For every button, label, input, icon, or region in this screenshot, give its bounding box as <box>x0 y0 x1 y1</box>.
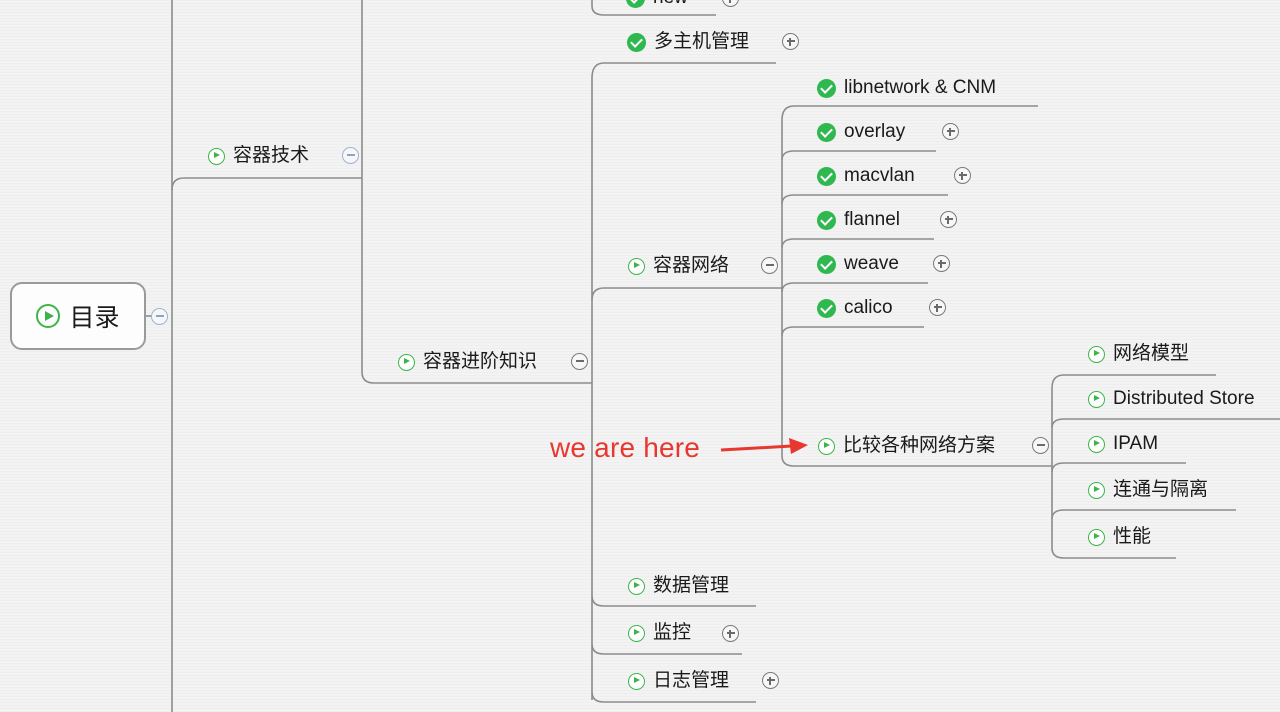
node-macvlan[interactable]: macvlan <box>817 162 915 190</box>
node-calico-label: calico <box>844 297 893 318</box>
play-icon <box>1088 481 1105 499</box>
play-icon <box>1088 435 1105 453</box>
root-node[interactable]: 目录 <box>10 282 146 350</box>
node-advanced-label: 容器进阶知识 <box>423 351 538 372</box>
node-ipam-label: IPAM <box>1113 433 1159 454</box>
expand-toggle-weave[interactable] <box>933 255 950 272</box>
play-icon <box>628 624 645 642</box>
node-logging[interactable]: 日志管理 <box>628 667 729 695</box>
play-icon <box>398 353 415 371</box>
node-overlay[interactable]: overlay <box>817 118 905 146</box>
collapse-toggle-advanced[interactable] <box>571 353 588 370</box>
expand-toggle-multi-host[interactable] <box>782 33 799 50</box>
node-multi-host-label: 多主机管理 <box>654 31 750 52</box>
node-distributed-store-label: Distributed Store <box>1113 388 1255 409</box>
annotation-text: we are here <box>550 432 701 463</box>
node-logging-label: 日志管理 <box>653 670 730 691</box>
node-weave-label: weave <box>844 253 899 274</box>
node-weave[interactable]: weave <box>817 250 899 278</box>
check-icon <box>627 32 646 52</box>
node-calico[interactable]: calico <box>817 294 893 322</box>
check-icon <box>817 298 836 318</box>
node-network-model-label: 网络模型 <box>1113 343 1190 364</box>
check-icon <box>817 254 836 274</box>
collapse-toggle-network[interactable] <box>761 257 778 274</box>
node-performance[interactable]: 性能 <box>1088 523 1151 551</box>
expand-toggle-overlay[interactable] <box>942 123 959 140</box>
node-advanced[interactable]: 容器进阶知识 <box>398 348 537 376</box>
node-distributed-store[interactable]: Distributed Store <box>1088 385 1255 413</box>
node-connectivity[interactable]: 连通与隔离 <box>1088 476 1208 504</box>
node-new-label: new <box>653 0 688 12</box>
expand-toggle-flannel[interactable] <box>940 211 957 228</box>
node-data-management-label: 数据管理 <box>653 575 730 596</box>
check-icon <box>817 122 836 142</box>
node-performance-label: 性能 <box>1113 526 1152 547</box>
node-ipam[interactable]: IPAM <box>1088 430 1158 458</box>
play-icon <box>1088 390 1105 408</box>
node-libnetwork-label: libnetwork & CNM <box>844 77 997 98</box>
play-icon <box>818 437 835 455</box>
expand-toggle-macvlan[interactable] <box>954 167 971 184</box>
node-network[interactable]: 容器网络 <box>628 252 729 280</box>
node-flannel[interactable]: flannel <box>817 206 900 234</box>
annotation-arrow <box>720 438 808 454</box>
node-compare[interactable]: 比较各种网络方案 <box>818 432 995 460</box>
node-macvlan-label: macvlan <box>844 165 915 186</box>
play-icon <box>628 672 645 690</box>
node-monitoring[interactable]: 监控 <box>628 619 691 647</box>
root-label: 目录 <box>69 304 120 332</box>
node-new[interactable]: new <box>626 0 688 12</box>
expand-toggle-monitoring[interactable] <box>722 625 739 642</box>
check-icon <box>817 210 836 230</box>
collapse-toggle-compare[interactable] <box>1032 437 1049 454</box>
node-network-model[interactable]: 网络模型 <box>1088 340 1189 368</box>
node-overlay-label: overlay <box>844 121 906 142</box>
node-connectivity-label: 连通与隔离 <box>1113 479 1209 500</box>
collapse-toggle-root[interactable] <box>151 308 168 325</box>
play-icon <box>628 577 645 595</box>
node-compare-label: 比较各种网络方案 <box>843 435 996 456</box>
check-icon <box>817 166 836 186</box>
node-container-tech-label: 容器技术 <box>233 145 310 166</box>
play-icon <box>36 304 61 328</box>
play-icon <box>628 257 645 275</box>
play-icon <box>208 147 225 165</box>
node-network-label: 容器网络 <box>653 255 730 276</box>
expand-toggle-logging[interactable] <box>762 672 779 689</box>
expand-toggle-calico[interactable] <box>929 299 946 316</box>
node-multi-host[interactable]: 多主机管理 <box>627 28 749 56</box>
play-icon <box>1088 528 1105 546</box>
node-data-management[interactable]: 数据管理 <box>628 572 729 600</box>
play-icon <box>1088 345 1105 363</box>
node-flannel-label: flannel <box>844 209 900 230</box>
node-monitoring-label: 监控 <box>653 622 692 643</box>
check-icon <box>626 0 645 8</box>
node-libnetwork[interactable]: libnetwork & CNM <box>817 74 996 102</box>
check-icon <box>817 78 836 98</box>
collapse-toggle-container-tech[interactable] <box>342 147 359 164</box>
node-container-tech[interactable]: 容器技术 <box>208 142 309 170</box>
